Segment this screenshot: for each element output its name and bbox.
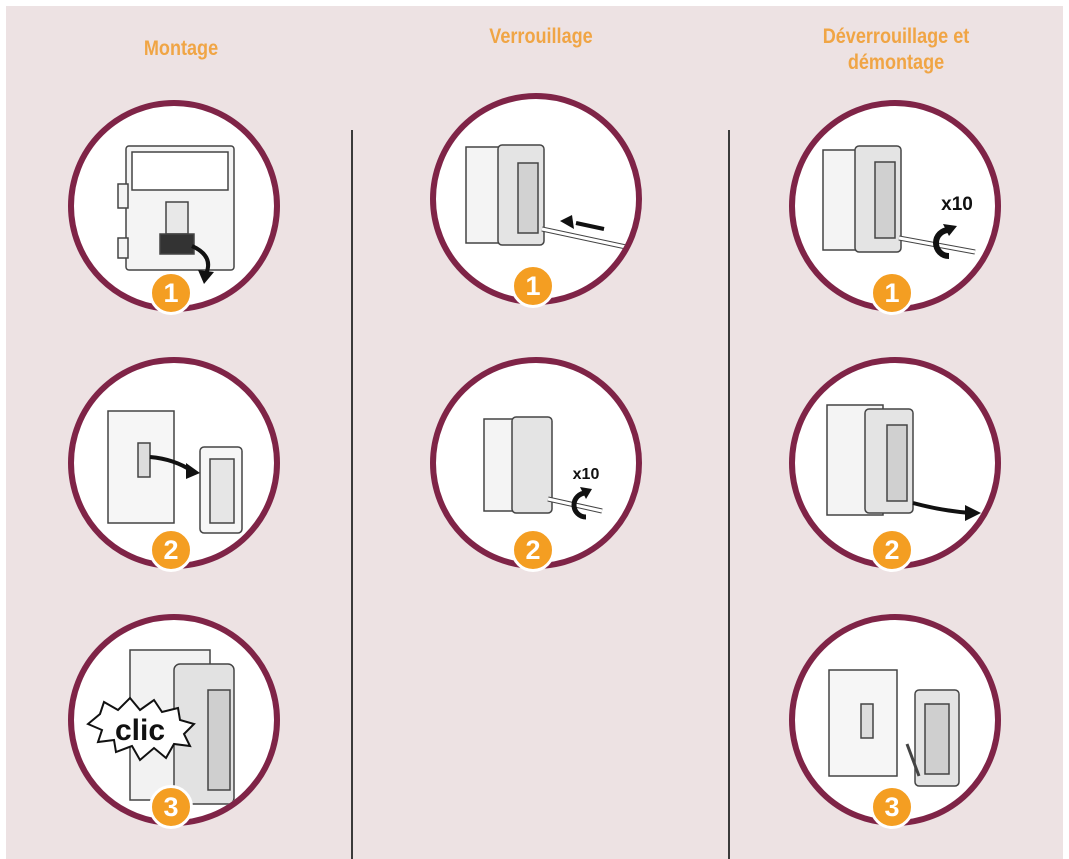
deverrouillage-step-2: 2 bbox=[789, 357, 1001, 572]
base-plate-icon bbox=[117, 145, 235, 284]
column-divider bbox=[351, 130, 353, 859]
step-number-badge: 3 bbox=[870, 785, 914, 829]
removed-module-icon bbox=[828, 669, 960, 787]
clic-label: clic bbox=[115, 714, 165, 747]
montage-step-3: clic 3 bbox=[68, 614, 280, 829]
step-number-badge: 2 bbox=[511, 528, 555, 572]
pull-module-icon bbox=[826, 404, 981, 521]
step-number-badge: 3 bbox=[149, 785, 193, 829]
montage-step-1: 1 bbox=[68, 100, 280, 315]
rotate-unlock-icon: x10 bbox=[822, 145, 976, 259]
insert-tool-icon bbox=[465, 144, 627, 250]
rotate-lock-icon: x10 bbox=[483, 416, 603, 520]
instruction-panel: Montage Verrouillage Déverrouillage et d… bbox=[6, 6, 1063, 859]
column-divider bbox=[728, 130, 730, 859]
rotation-count-label: x10 bbox=[573, 466, 600, 483]
column-title-verrouillage: Verrouillage bbox=[489, 25, 593, 48]
column-title-deverrouillage: Déverrouillage et démontage bbox=[801, 24, 990, 76]
pull-module-illustration bbox=[789, 357, 1001, 569]
column-title-line1: Déverrouillage et bbox=[822, 25, 970, 48]
rotate-lock-illustration: x10 bbox=[430, 357, 642, 569]
step-number-badge: 1 bbox=[870, 271, 914, 315]
deverrouillage-step-1: x10 1 bbox=[789, 100, 1001, 315]
verrouillage-step-2: x10 2 bbox=[430, 357, 642, 572]
insert-tool-illustration bbox=[430, 93, 642, 305]
column-title-montage: Montage bbox=[143, 37, 219, 60]
step-number-badge: 2 bbox=[870, 528, 914, 572]
column-title-line2: démontage bbox=[847, 51, 945, 74]
rotate-unlock-illustration: x10 bbox=[789, 100, 1001, 312]
snap-click-icon: clic bbox=[86, 649, 235, 805]
step-number-badge: 1 bbox=[511, 264, 555, 308]
step-number-badge: 1 bbox=[149, 271, 193, 315]
install-slide-down-illustration bbox=[68, 100, 280, 312]
montage-step-2: 2 bbox=[68, 357, 280, 572]
rotation-count-label: x10 bbox=[941, 194, 973, 215]
module-attach-icon bbox=[107, 410, 243, 534]
step-number-badge: 2 bbox=[149, 528, 193, 572]
verrouillage-step-1: 1 bbox=[430, 93, 642, 308]
deverrouillage-step-3: 3 bbox=[789, 614, 1001, 829]
